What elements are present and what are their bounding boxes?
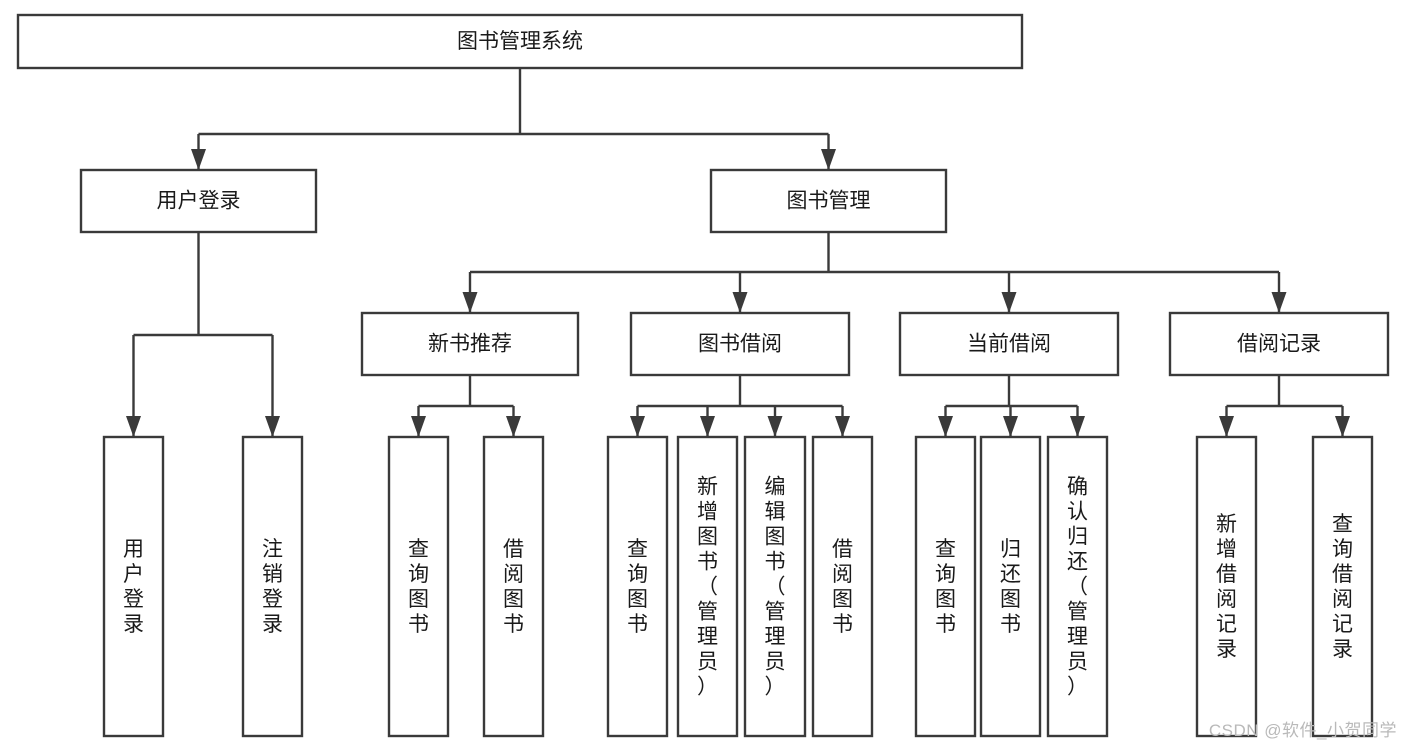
node-label: 新增借阅记录 [1216,513,1237,661]
node-label: 用户登录 [157,190,241,213]
node-leaf-查询图书[interactable]: 查询图书 [914,435,977,738]
arrow-head-icon [938,416,953,437]
node-level2-图书管理[interactable]: 图书管理 [709,168,948,234]
arrow-head-icon [700,416,715,437]
arrow-head-icon [1335,416,1350,437]
node-box [629,311,851,377]
node-label: 新增图书（管理员） [697,476,718,699]
arrow-head-icon [767,416,783,437]
node-box [360,311,580,377]
node-label: 借阅记录 [1237,333,1321,356]
node-level3-借阅记录[interactable]: 借阅记录 [1168,311,1390,377]
node-label: 注销登录 [262,538,283,636]
node-box [1168,311,1390,377]
node-label: 用户登录 [123,538,144,636]
arrow-head-icon [835,416,850,437]
node-box [482,435,545,738]
node-label: 新书推荐 [428,333,512,356]
node-label: 借阅图书 [503,538,524,636]
node-label: 借阅图书 [832,538,853,636]
node-box [387,435,450,738]
node-label: 图书管理 [787,190,871,213]
node-leaf-编辑图书管理员[interactable]: 编辑图书（管理员） [743,435,807,738]
node-leaf-新增图书管理员[interactable]: 新增图书（管理员） [676,435,739,738]
node-box [79,168,318,234]
node-level3-新书推荐[interactable]: 新书推荐 [360,311,580,377]
node-label: 图书管理系统 [457,30,583,53]
node-box [1046,435,1109,738]
node-leaf-查询借阅记录[interactable]: 查询借阅记录 [1311,435,1374,738]
node-box [898,311,1120,377]
node-leaf-确认归还管理员[interactable]: 确认归还（管理员） [1046,435,1109,738]
arrow-head-icon [191,149,206,170]
connector-group-图书借阅 [630,375,850,437]
arrow-head-icon [462,292,478,313]
connector-group-当前借阅 [938,375,1085,437]
node-label: 查询图书 [408,538,429,636]
arrow-head-icon [821,149,836,170]
node-layer: 图书管理系统用户登录图书管理新书推荐图书借阅当前借阅借阅记录用户登录注销登录查询… [16,13,1390,738]
node-leaf-借阅图书[interactable]: 借阅图书 [482,435,545,738]
connector-group-图书管理系统 [191,68,836,170]
node-leaf-注销登录[interactable]: 注销登录 [241,435,304,738]
connector-layer [126,68,1350,437]
node-leaf-查询图书[interactable]: 查询图书 [387,435,450,738]
arrow-head-icon [1001,292,1017,313]
watermark-label: CSDN @软件_小贺同学 [1208,721,1397,740]
node-leaf-归还图书[interactable]: 归还图书 [979,435,1042,738]
node-leaf-查询图书[interactable]: 查询图书 [606,435,669,738]
node-box [102,435,165,738]
node-label: 当前借阅 [967,333,1051,356]
arrow-head-icon [126,416,141,437]
connector-group-用户登录 [126,232,280,437]
node-box [676,435,739,738]
node-box [709,168,948,234]
arrow-head-icon [1070,416,1085,437]
arrow-head-icon [1219,416,1234,437]
node-box [1311,435,1374,738]
node-level2-用户登录[interactable]: 用户登录 [79,168,318,234]
node-leaf-用户登录[interactable]: 用户登录 [102,435,165,738]
arrow-head-icon [1003,416,1018,437]
arrow-head-icon [411,416,426,437]
node-box [811,435,874,738]
node-level3-当前借阅[interactable]: 当前借阅 [898,311,1120,377]
node-box [16,13,1024,70]
node-label: 编辑图书（管理员） [765,476,786,699]
node-label: 确认归还（管理员） [1067,476,1088,699]
connector-group-新书推荐 [411,375,521,437]
node-box [606,435,669,738]
node-box [914,435,977,738]
arrow-head-icon [732,292,748,313]
connector-group-借阅记录 [1219,375,1350,437]
node-label: 归还图书 [1000,538,1021,636]
connector-group-图书管理 [462,232,1287,313]
node-box [241,435,304,738]
node-label: 图书借阅 [698,333,782,356]
arrow-head-icon [506,416,521,437]
node-level3-图书借阅[interactable]: 图书借阅 [629,311,851,377]
node-box [1195,435,1258,738]
node-leaf-新增借阅记录[interactable]: 新增借阅记录 [1195,435,1258,738]
node-label: 查询图书 [627,538,648,636]
node-label: 查询借阅记录 [1332,513,1353,661]
arrow-head-icon [630,416,645,437]
node-box [743,435,807,738]
node-root-图书管理系统[interactable]: 图书管理系统 [16,13,1024,70]
arrow-head-icon [265,416,280,437]
node-box [979,435,1042,738]
node-leaf-借阅图书[interactable]: 借阅图书 [811,435,874,738]
node-label: 查询图书 [935,538,956,636]
arrow-head-icon [1271,292,1287,313]
